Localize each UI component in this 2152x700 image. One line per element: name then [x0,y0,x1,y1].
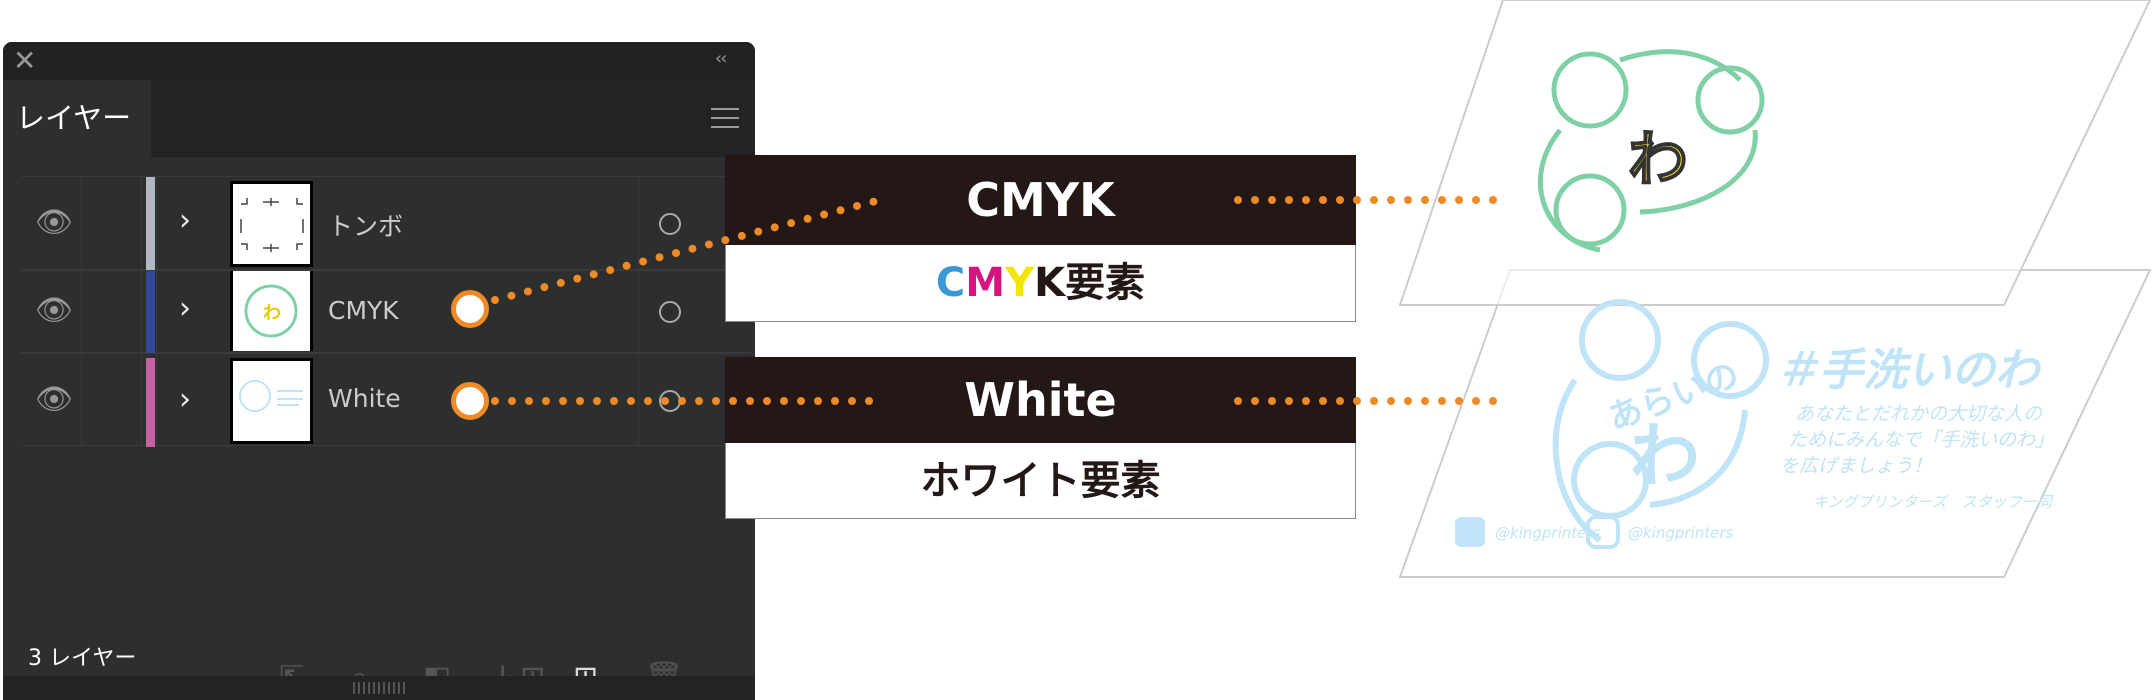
cmyk-hands-illustration [1537,49,1765,253]
cmyk-label-title: CMYK [725,155,1356,245]
chevron-right-icon[interactable]: › [179,291,191,326]
menu-icon[interactable] [711,108,739,128]
layer-color-bar [146,271,155,354]
layer-name[interactable]: トンボ [328,212,404,241]
tab-bar: レイヤー [3,80,755,157]
credit-text: キングプリンターズ スタッフ一同 [1813,493,2054,511]
instagram-handle: @kingprinters [1628,524,1734,542]
target-icon[interactable] [659,213,681,235]
y-letter: Y [1005,260,1035,306]
twitter-icon [1455,517,1485,547]
layer-thumbnail [230,358,313,444]
close-icon[interactable]: ✕ [13,44,37,77]
resize-bar[interactable] [3,676,755,700]
chevron-right-icon[interactable]: › [179,203,191,238]
white-marker [451,382,489,420]
twitter-handle: @kingprinters [1495,524,1601,542]
chevron-right-icon[interactable]: › [179,382,191,417]
c-letter: C [935,260,966,306]
eye-icon[interactable]: 👁 [35,293,74,328]
collapse-icon[interactable]: ‹‹ [715,48,727,69]
cmyk-label: CMYK CMYK要素 [725,155,1356,322]
cmyk-wa-glyph: わ [1628,125,1688,195]
connector-cmyk-left [491,196,884,304]
target-icon[interactable] [659,301,681,323]
layer-thumbnail: わ [230,271,313,351]
layer-count: 3 レイヤー [28,646,137,671]
message-line-1: あなたとだれかの大切な人の [1795,403,2043,425]
layer-name[interactable]: CMYK [328,296,399,325]
layer-name[interactable]: White [328,384,401,413]
message-line-2: ためにみんなで「手洗いのわ」 [1788,429,2054,451]
white-label: White ホワイト要素 [725,357,1356,519]
layer-color-bar [146,177,155,271]
layers-panel: ✕ ‹‹ レイヤー 👁 › トンボ 👁 › わ CMYK 👁 › [3,42,755,700]
eye-icon[interactable]: 👁 [35,205,74,240]
resize-grip-icon[interactable] [353,682,405,694]
element-text: 要素 [1065,260,1146,306]
layer-row-cmyk[interactable]: 👁 › わ CMYK [21,270,751,354]
layer-thumbnail [230,181,313,267]
white-label-title: White [725,357,1356,443]
cmyk-marker [451,290,489,328]
layer-row-tombo[interactable]: 👁 › トンボ [21,176,751,271]
m-letter: M [965,260,1006,306]
tab-layers[interactable]: レイヤー [3,80,151,157]
message-line-3: を広げましょう！ [1780,455,1932,477]
layer-color-bar [146,358,155,447]
logo-main-text: わ [1630,415,1700,497]
cmyk-layer-plane [1398,0,2152,306]
white-label-sub: ホワイト要素 [725,443,1356,519]
cmyk-label-sub: CMYK要素 [725,245,1356,322]
instagram-icon [1586,515,1620,549]
svg-text:わ: わ [263,303,281,324]
layer-row-white[interactable]: 👁 › White [21,353,751,447]
panel-titlebar: ✕ ‹‹ [3,42,755,80]
eye-icon[interactable]: 👁 [35,382,74,417]
hashtag-text: ＃手洗いのわ [1775,345,2042,396]
k-letter: K [1034,260,1066,306]
